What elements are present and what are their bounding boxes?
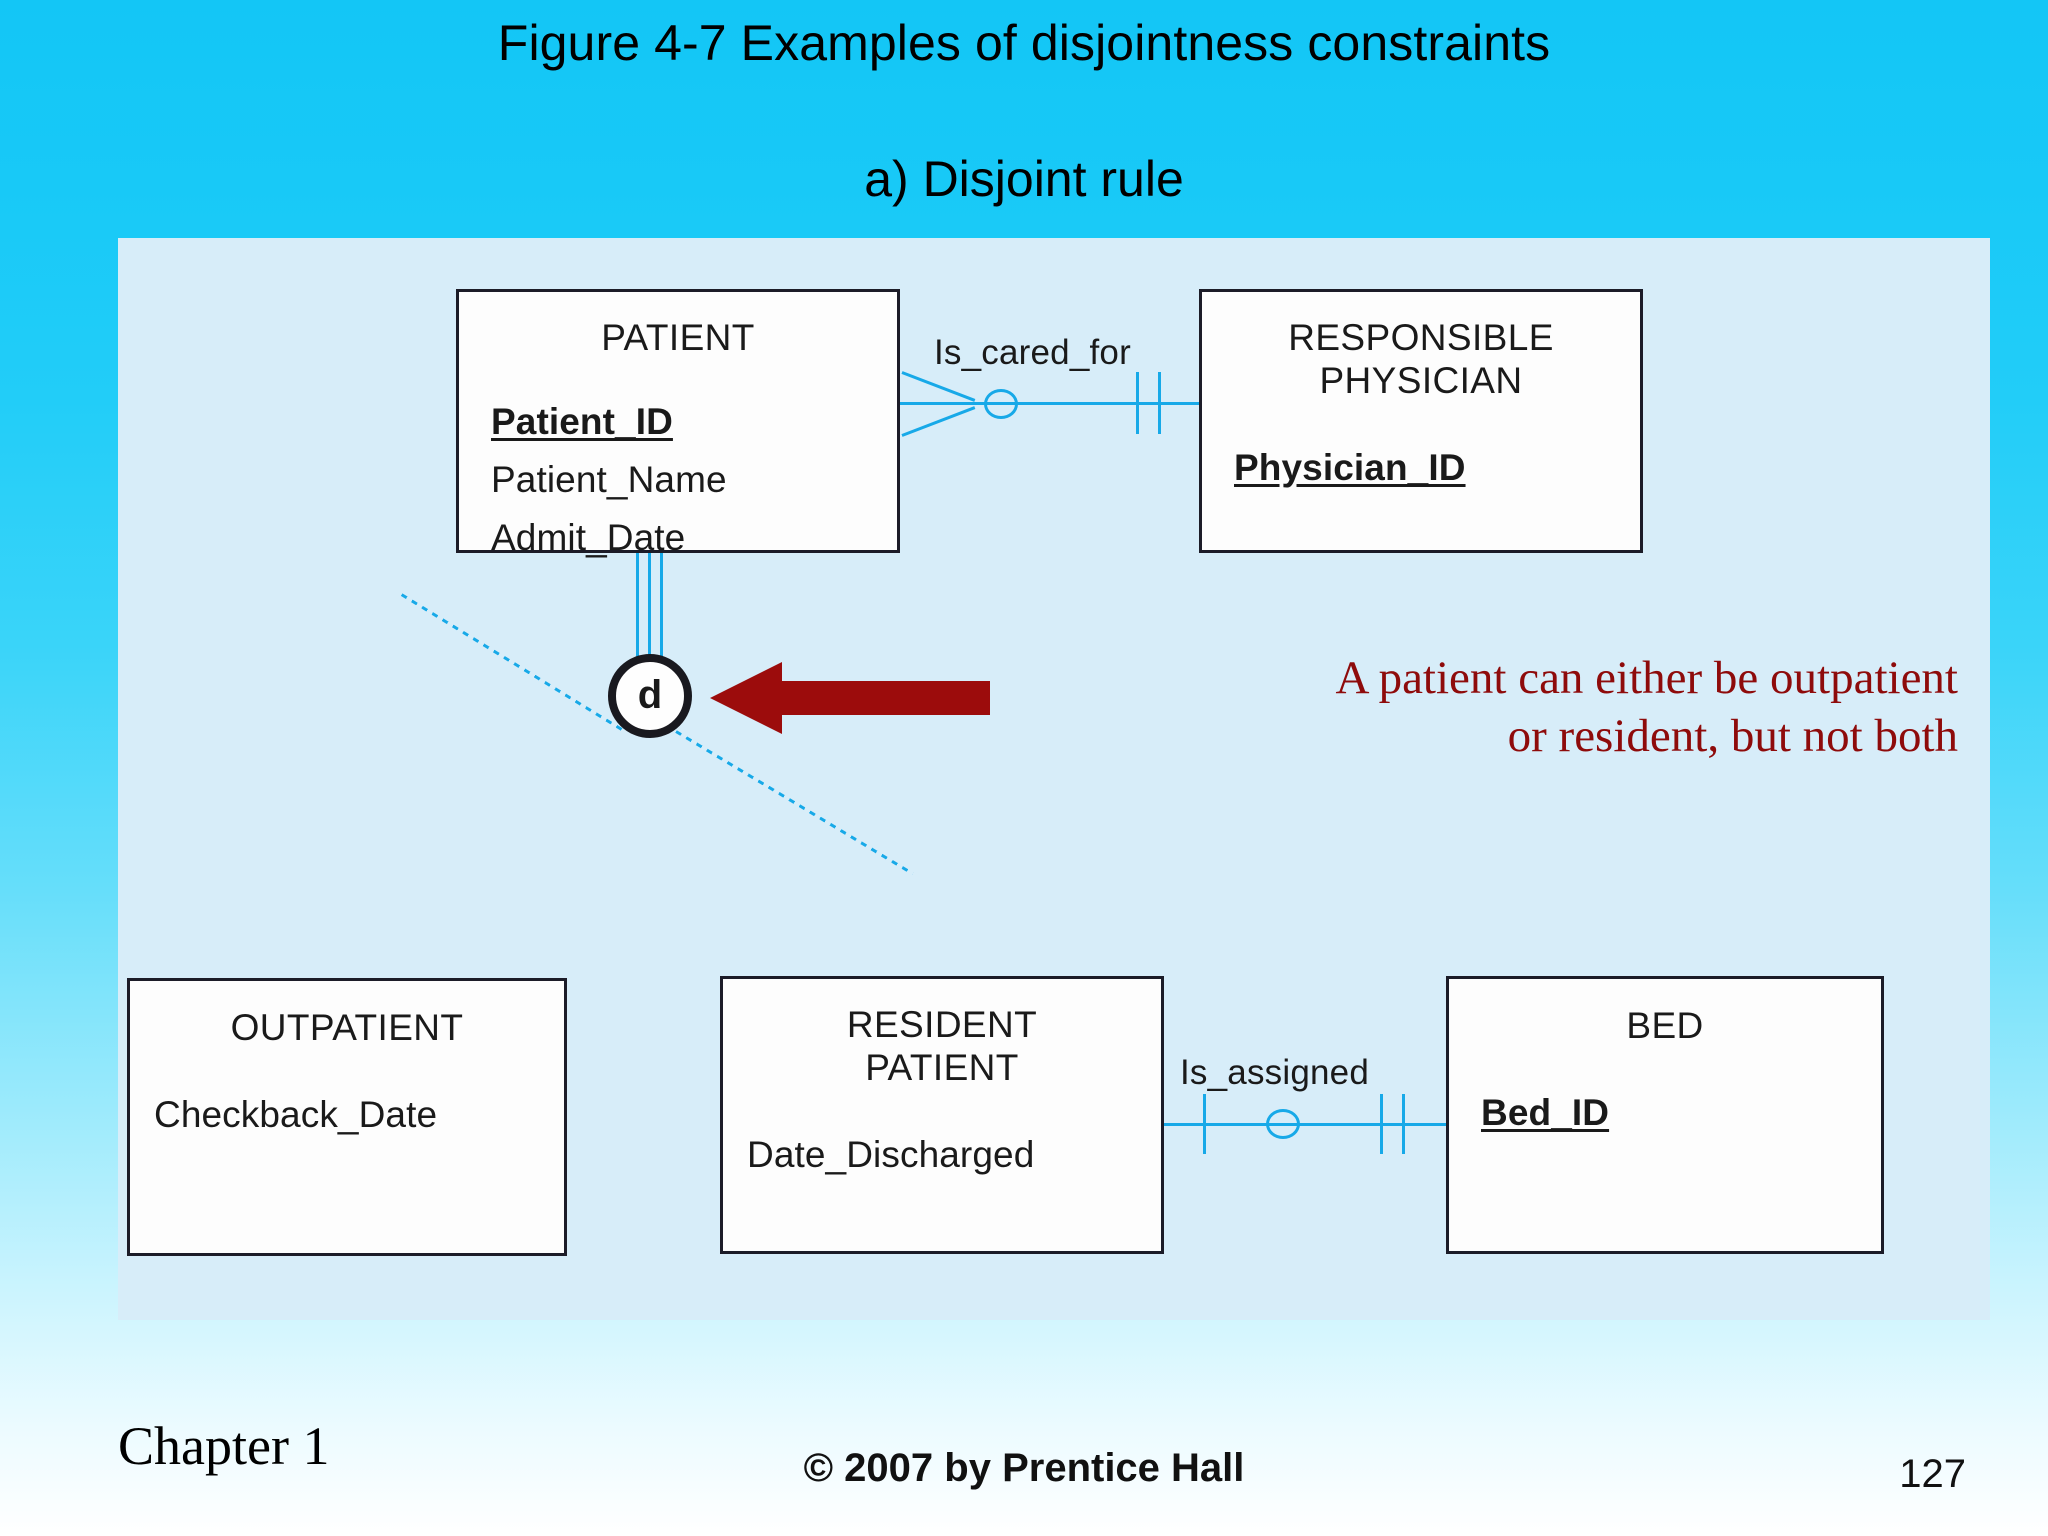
- slide-subtitle: a) Disjoint rule: [864, 151, 1184, 207]
- entity-bed-title: BED: [1626, 1005, 1704, 1046]
- entity-resident-patient-attr-date-discharged: Date_Discharged: [747, 1134, 1035, 1175]
- optionality-circle-is-assigned: [1266, 1109, 1300, 1139]
- relationship-line-is-cared-for: [900, 402, 1199, 405]
- entity-bed[interactable]: BED Bed_ID: [1446, 976, 1884, 1254]
- relationship-label-is-assigned: Is_assigned: [1180, 1053, 1369, 1092]
- entity-patient[interactable]: PATIENT Patient_ID Patient_Name Admit_Da…: [456, 289, 900, 558]
- entity-patient-title: PATIENT: [601, 317, 755, 358]
- disjoint-symbol-label: d: [637, 673, 663, 717]
- entity-resident-patient-title-line2: PATIENT: [865, 1047, 1019, 1088]
- supertype-line-middle: [648, 553, 651, 659]
- subtype-line-outpatient: [400, 593, 626, 733]
- mandatory-bar-2-is-cared-for: [1158, 372, 1161, 434]
- mandatory-bar-2-is-assigned: [1402, 1094, 1405, 1154]
- entity-outpatient-attr-checkback-date: Checkback_Date: [154, 1094, 438, 1135]
- entity-responsible-physician[interactable]: RESPONSIBLE PHYSICIAN Physician_ID: [1199, 289, 1643, 553]
- supertype-line-right: [660, 553, 663, 659]
- er-diagram-panel: Is_cared_for Is_assigned PATIENT Patient…: [118, 238, 1990, 1320]
- crowsfoot-lower-prong: [901, 406, 976, 437]
- chapter-label: Chapter 1: [118, 1416, 330, 1476]
- copyright-notice: © 2007 by Prentice Hall: [803, 1446, 1245, 1490]
- relationship-label-is-cared-for: Is_cared_for: [934, 333, 1131, 372]
- entity-resident-patient-title-line1: RESIDENT: [846, 1004, 1038, 1045]
- mandatory-bar-1-is-assigned: [1380, 1094, 1383, 1154]
- red-callout-arrow: [710, 662, 990, 734]
- page-title: Figure 4-7 Examples of disjointness cons…: [497, 15, 1551, 71]
- page-number: 127: [1899, 1452, 1966, 1496]
- mandatory-bar-1-is-cared-for: [1136, 372, 1139, 434]
- annotation-text: A patient can either be outpatient or re…: [1118, 650, 1958, 766]
- optionality-circle-is-cared-for: [984, 389, 1018, 419]
- entity-responsible-physician-title-line1: RESPONSIBLE: [1288, 317, 1554, 358]
- entity-patient-attr-patient-id: Patient_ID: [491, 401, 673, 442]
- entity-outpatient-title: OUTPATIENT: [230, 1007, 464, 1048]
- entity-responsible-physician-attr-physician-id: Physician_ID: [1234, 447, 1466, 488]
- annotation-line-2: or resident, but not both: [1507, 709, 1958, 762]
- entity-outpatient[interactable]: OUTPATIENT Checkback_Date: [127, 978, 567, 1256]
- relationship-line-is-assigned: [1164, 1123, 1446, 1126]
- entity-patient-attr-patient-name: Patient_Name: [491, 459, 727, 500]
- entity-responsible-physician-title-line2: PHYSICIAN: [1319, 360, 1523, 401]
- disjoint-symbol: d: [608, 654, 692, 738]
- entity-patient-attr-admit-date: Admit_Date: [491, 517, 686, 558]
- annotation-line-1: A patient can either be outpatient: [1335, 652, 1958, 704]
- supertype-line-left: [636, 553, 639, 659]
- crowsfoot-upper-prong: [901, 371, 976, 402]
- mandatory-bar-is-assigned-left: [1203, 1094, 1206, 1154]
- entity-resident-patient[interactable]: RESIDENT PATIENT Date_Discharged: [720, 976, 1164, 1254]
- entity-bed-attr-bed-id: Bed_ID: [1481, 1092, 1610, 1133]
- subtype-line-resident: [675, 730, 914, 875]
